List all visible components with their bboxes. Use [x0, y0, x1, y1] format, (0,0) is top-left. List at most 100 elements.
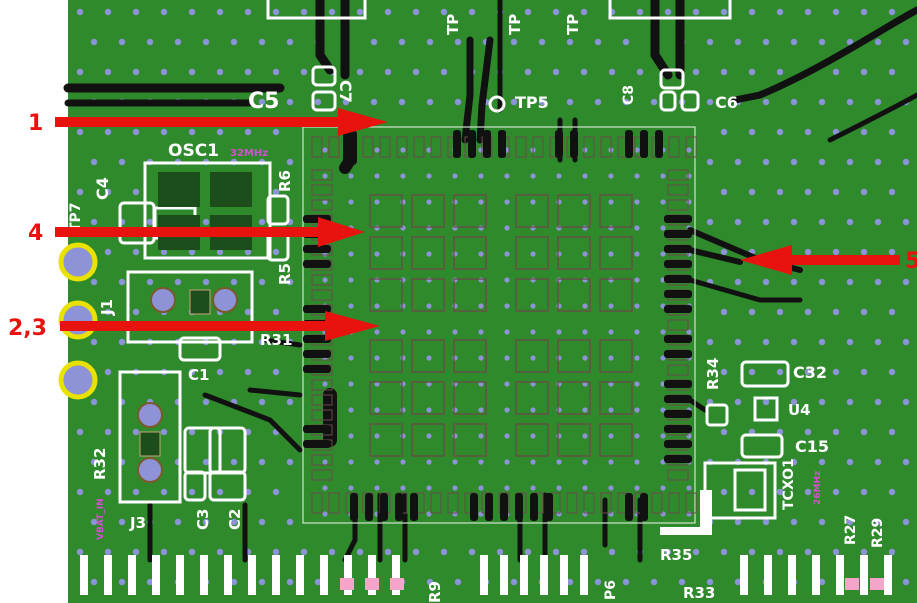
via [634, 277, 640, 283]
via [686, 433, 692, 439]
via [468, 8, 476, 16]
label-r31: R31 [260, 331, 292, 349]
via [608, 173, 614, 179]
via [160, 548, 168, 556]
via [530, 173, 536, 179]
via [272, 128, 280, 136]
via [832, 68, 840, 76]
thermal-pad [557, 339, 591, 373]
via [594, 578, 602, 586]
via [634, 485, 640, 491]
via [374, 485, 380, 491]
callout-23: 2,3 [8, 316, 47, 341]
via [790, 458, 798, 466]
via [804, 488, 812, 496]
via [202, 218, 210, 226]
via [874, 218, 882, 226]
via [348, 407, 354, 413]
via [510, 38, 518, 46]
edge-pad [667, 364, 689, 376]
via [608, 251, 614, 257]
via [104, 248, 112, 256]
via [874, 518, 882, 526]
via [660, 355, 666, 361]
via [118, 338, 126, 346]
via [804, 308, 812, 316]
via [412, 8, 420, 16]
via [818, 518, 826, 526]
via [348, 199, 354, 205]
via [686, 511, 692, 517]
via [748, 308, 756, 316]
via [478, 459, 484, 465]
via [734, 278, 742, 286]
pink-pad [870, 578, 884, 590]
thermal-pad [557, 381, 591, 415]
edge-pad [583, 492, 595, 514]
via [452, 407, 458, 413]
connector-stub [176, 555, 184, 595]
via [400, 251, 406, 257]
via [860, 488, 868, 496]
edge-pad [685, 136, 697, 158]
via [146, 578, 154, 586]
edge-pad [379, 136, 391, 158]
label-tp-c: TP [564, 14, 582, 35]
label-r34: R34 [704, 358, 722, 390]
via [582, 173, 588, 179]
via [804, 188, 812, 196]
via [440, 8, 448, 16]
via [622, 98, 630, 106]
via [790, 278, 798, 286]
via [582, 511, 588, 517]
via [374, 381, 380, 387]
label-j1: J1 [98, 299, 116, 316]
via [762, 98, 770, 106]
via [478, 199, 484, 205]
connector-stub [788, 555, 796, 595]
via [748, 8, 756, 16]
via [504, 485, 510, 491]
edge-pad [667, 469, 689, 481]
via [556, 303, 562, 309]
via [582, 225, 588, 231]
via [216, 248, 224, 256]
via [286, 38, 294, 46]
pink-pad [365, 578, 379, 590]
via [272, 368, 280, 376]
via [660, 485, 666, 491]
via [790, 158, 798, 166]
via [160, 8, 168, 16]
via [286, 398, 294, 406]
via [660, 329, 666, 335]
via [608, 407, 614, 413]
via [348, 433, 354, 439]
label-r6: R6 [276, 170, 294, 192]
via [552, 8, 560, 16]
via [160, 68, 168, 76]
via [860, 368, 868, 376]
via [734, 158, 742, 166]
via [580, 68, 588, 76]
via [860, 428, 868, 436]
via [524, 8, 532, 16]
edge-pad [311, 289, 333, 301]
via [720, 188, 728, 196]
via [174, 278, 182, 286]
via [452, 329, 458, 335]
via [426, 303, 432, 309]
via [188, 248, 196, 256]
via [832, 308, 840, 316]
via [452, 355, 458, 361]
label-j3: J3 [129, 514, 146, 532]
via [132, 188, 140, 196]
via [348, 381, 354, 387]
via [258, 578, 266, 586]
via [622, 578, 630, 586]
via [734, 218, 742, 226]
via [90, 158, 98, 166]
connector-stub [224, 555, 232, 595]
via [426, 329, 432, 335]
via [356, 68, 364, 76]
connector-stub [764, 555, 772, 595]
